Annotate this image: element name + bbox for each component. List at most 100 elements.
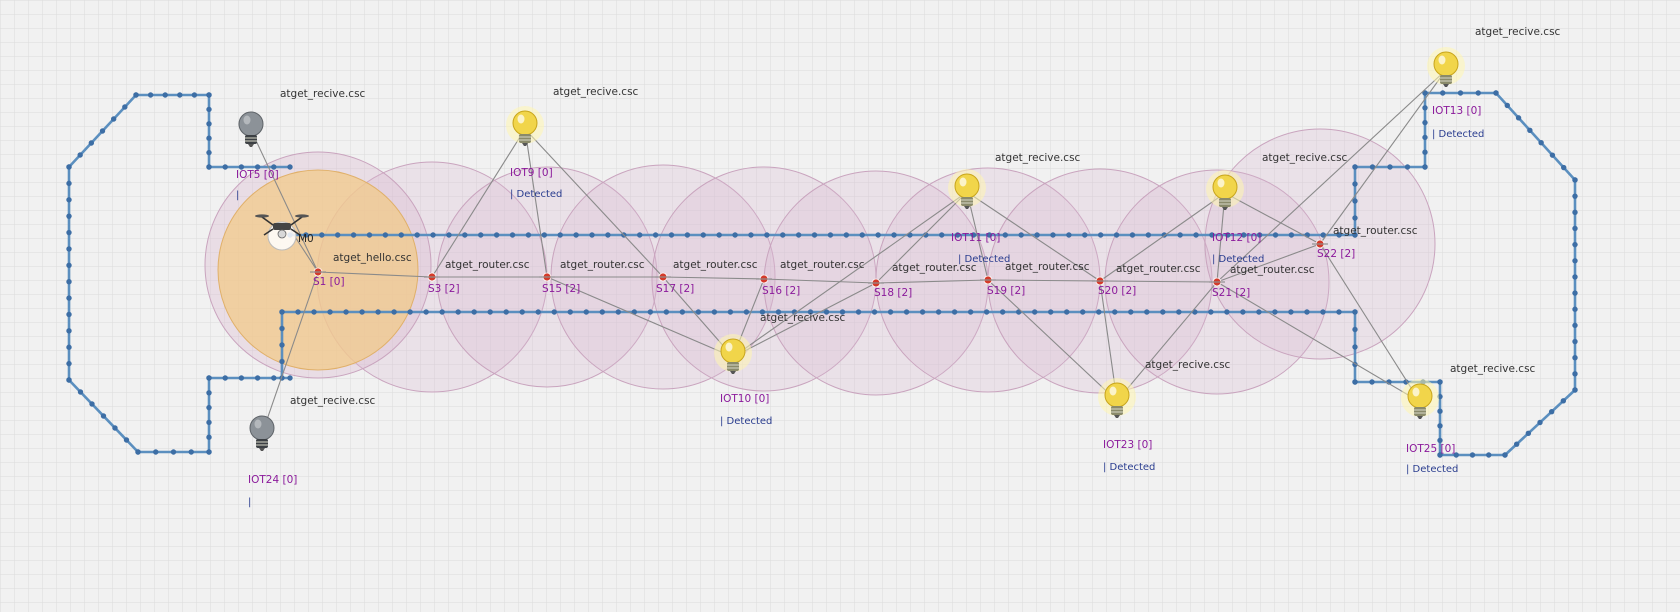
wall-marker xyxy=(843,232,850,238)
wall-marker xyxy=(1422,105,1428,111)
link-s21-iot25 xyxy=(1216,281,1421,403)
wall-marker xyxy=(605,232,611,238)
wall-marker xyxy=(66,278,72,285)
wall-marker xyxy=(1387,164,1393,170)
wall-marker xyxy=(423,309,429,315)
wall-left-upper xyxy=(66,92,293,170)
iot-script: atget_recive.csc xyxy=(1450,363,1536,375)
sensor-s18[interactable]: S18 [2]atget_router.csc xyxy=(868,262,977,299)
wall-marker xyxy=(391,309,397,315)
iot-status: | xyxy=(236,190,239,201)
nodes-layer[interactable]: S1 [0]atget_hello.csc S3 [2]atget_router.… xyxy=(236,26,1561,508)
wall-marker xyxy=(66,360,72,367)
bulb-on-icon[interactable] xyxy=(1098,378,1136,418)
iot-iot24[interactable]: IOT24 [0]|atget_recive.csc xyxy=(248,395,376,508)
wall-marker xyxy=(1352,164,1358,170)
iot-status: | xyxy=(248,497,251,508)
wall-marker xyxy=(748,232,754,238)
wall-marker xyxy=(1352,326,1358,333)
bulb-off-icon[interactable] xyxy=(238,111,264,147)
wall-marker xyxy=(206,449,212,455)
sensor-s17[interactable]: S17 [2]atget_router.csc xyxy=(655,259,758,295)
wall-marker xyxy=(66,197,72,203)
sensor-name: S15 [2] xyxy=(542,283,580,295)
link-s19-s20 xyxy=(987,279,1101,282)
wall-marker xyxy=(573,232,579,238)
bulb-on-icon[interactable] xyxy=(1401,379,1439,419)
wall-marker xyxy=(147,92,154,98)
wall-marker xyxy=(1437,379,1443,385)
wall-marker xyxy=(462,232,468,238)
wall-marker xyxy=(567,309,573,315)
iot-iot5[interactable]: IOT5 [0]|atget_recive.csc xyxy=(236,88,366,201)
sensor-s15[interactable]: S15 [2]atget_router.csc xyxy=(539,259,645,295)
sensor-s3[interactable]: S3 [2]atget_router.csc xyxy=(424,259,530,295)
wall-marker xyxy=(162,92,168,98)
sensor-s1[interactable]: S1 [0]atget_hello.csc xyxy=(310,252,412,288)
wall-marker xyxy=(1549,152,1556,158)
wall-marker xyxy=(1048,309,1054,315)
iot-script: atget_recive.csc xyxy=(1262,152,1348,164)
iot-name: IOT10 [0] xyxy=(720,393,769,405)
wall-marker xyxy=(398,232,404,238)
sensor-s21[interactable]: S21 [2]atget_router.csc xyxy=(1209,264,1315,299)
wall-marker xyxy=(77,152,83,158)
sensor-name: S20 [2] xyxy=(1098,285,1136,297)
wall-marker xyxy=(732,232,738,238)
sensor-s20[interactable]: S20 [2] atget_router.csc xyxy=(1092,263,1201,297)
wall-marker xyxy=(123,437,130,443)
wall-marker xyxy=(695,309,702,315)
wall-marker xyxy=(647,309,654,315)
wall-marker xyxy=(66,180,72,187)
wall-marker xyxy=(439,309,445,315)
wall-marker xyxy=(1437,452,1443,458)
wall-marker xyxy=(334,232,341,238)
bulb-on-icon[interactable] xyxy=(714,334,752,374)
wall-marker xyxy=(206,164,212,170)
wall-marker xyxy=(1502,452,1508,458)
sensor-script: atget_hello.csc xyxy=(333,252,412,264)
wall-marker xyxy=(1177,232,1183,238)
sensor-s16[interactable]: S16 [2]atget_router.csc xyxy=(756,259,865,297)
wall-marker xyxy=(1437,408,1443,414)
wall-marker xyxy=(1572,209,1578,216)
bulb-on-icon[interactable] xyxy=(1206,170,1244,210)
drone[interactable]: M0 xyxy=(255,214,314,251)
wall-marker xyxy=(359,309,365,315)
wall-marker xyxy=(77,389,84,395)
wall-marker xyxy=(551,309,557,315)
link-iot12-s22 xyxy=(1224,192,1321,245)
wall-marker xyxy=(823,309,830,315)
bulb-on-icon[interactable] xyxy=(506,106,544,146)
wall-marker xyxy=(1080,309,1086,315)
bulb-off-icon[interactable] xyxy=(249,415,275,451)
link-s17-s16 xyxy=(662,276,765,280)
iot-status: | Detected xyxy=(510,189,562,200)
bulb-on-icon[interactable] xyxy=(948,169,986,209)
sensor-s22[interactable]: S22 [2]atget_router.csc xyxy=(1312,225,1418,260)
sensor-script: atget_router.csc xyxy=(1116,263,1201,275)
sensor-script: atget_router.csc xyxy=(780,259,865,271)
wall-marker xyxy=(1064,309,1070,315)
wall-marker xyxy=(1066,232,1072,238)
wall-marker xyxy=(599,309,605,315)
wall-marker xyxy=(279,325,285,332)
iot-name: IOT24 [0] xyxy=(248,474,297,486)
link-s21-iot23 xyxy=(1116,281,1218,402)
wall-marker xyxy=(839,309,846,315)
wall-marker xyxy=(1422,119,1428,126)
link-s22-iot25 xyxy=(1319,243,1421,403)
bulb-on-icon[interactable] xyxy=(1427,47,1465,87)
wall-marker xyxy=(1403,379,1409,385)
link-s3-iot9 xyxy=(431,128,526,278)
sensor-s19[interactable]: S19 [2]atget_router.csc xyxy=(980,261,1090,297)
wall-marker xyxy=(583,309,589,315)
